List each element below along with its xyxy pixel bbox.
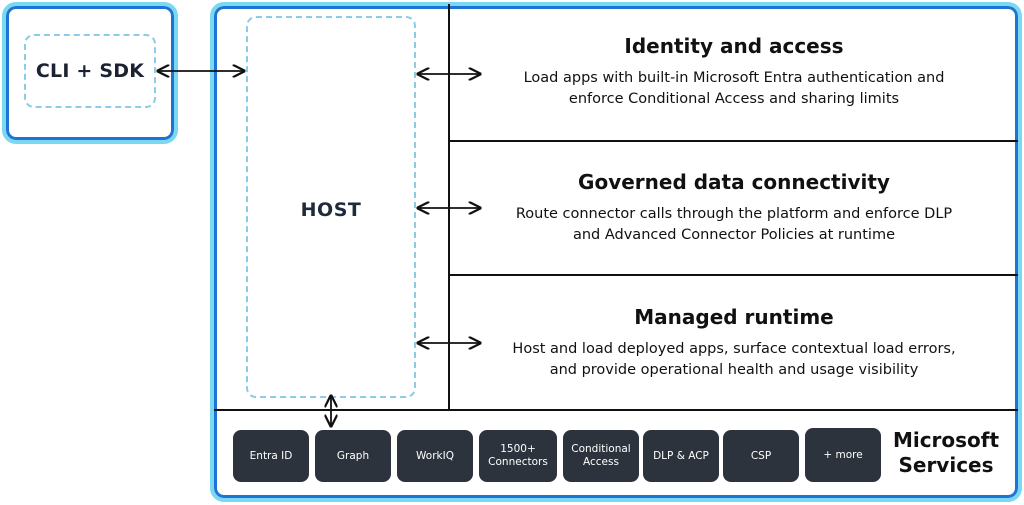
service-more: + more: [805, 428, 881, 482]
panel-identity-access: Identity and access Load apps with built…: [450, 4, 1018, 140]
service-conditional-access-line2: Access: [583, 456, 619, 468]
panel-managed-runtime: Managed runtime Host and load deployed a…: [450, 276, 1018, 409]
panel-divider-2: [450, 274, 1018, 276]
microsoft-services-line2: Services: [898, 453, 994, 477]
panel-identity-access-desc-line1: Load apps with built-in Microsoft Entra …: [523, 70, 945, 86]
service-connectors: 1500+ Connectors: [479, 430, 557, 482]
panel-managed-runtime-desc: Host and load deployed apps, surface con…: [512, 339, 955, 381]
panel-governed-data-desc-line1: Route connector calls through the platfo…: [515, 206, 953, 222]
panel-managed-runtime-desc-line2: and provide operational health and usage…: [549, 361, 919, 378]
service-conditional-access: Conditional Access: [563, 430, 639, 482]
service-graph: Graph: [315, 430, 391, 482]
microsoft-services-label: Microsoft Services: [884, 428, 1008, 478]
panel-governed-data-desc-line2: and Advanced Connector Policies at runti…: [572, 227, 896, 243]
service-connectors-line1: 1500+: [500, 443, 536, 455]
cli-sdk-frame: [2, 2, 178, 144]
service-dlp-acp: DLP & ACP: [643, 430, 719, 482]
panel-identity-access-title: Identity and access: [624, 34, 844, 58]
service-connectors-line2: Connectors: [488, 456, 548, 468]
services-divider: [214, 409, 1018, 411]
service-conditional-access-line1: Conditional: [571, 443, 631, 455]
panel-governed-data-title: Governed data connectivity: [578, 170, 890, 194]
panel-identity-access-desc-line2: enforce Conditional Access and sharing l…: [568, 91, 900, 107]
service-workiq: WorkIQ: [397, 430, 473, 482]
cli-sdk-dashed-box: [24, 34, 156, 108]
service-more-label: + more: [823, 448, 863, 461]
panel-governed-data-desc: Route connector calls through the platfo…: [516, 204, 952, 246]
service-graph-label: Graph: [336, 449, 370, 462]
service-dlp-acp-label: DLP & ACP: [653, 449, 709, 462]
service-csp-label: CSP: [750, 449, 772, 462]
panel-divider-1: [450, 140, 1018, 142]
host-label: HOST: [300, 199, 362, 221]
panel-governed-data: Governed data connectivity Route connect…: [450, 142, 1018, 274]
panel-managed-runtime-title: Managed runtime: [634, 304, 834, 329]
service-workiq-label: WorkIQ: [416, 449, 454, 462]
service-entra-id: Entra ID: [233, 430, 309, 482]
service-entra-id-label: Entra ID: [249, 449, 293, 462]
panel-identity-access-desc: Load apps with built-in Microsoft Entra …: [524, 68, 945, 110]
panel-managed-runtime-desc-line1: Host and load deployed apps, surface con…: [512, 340, 956, 357]
cli-sdk-label: CLI + SDK: [35, 60, 145, 82]
service-csp: CSP: [723, 430, 799, 482]
microsoft-services-line1: Microsoft: [892, 428, 1000, 452]
platform-frame: [210, 2, 1022, 502]
